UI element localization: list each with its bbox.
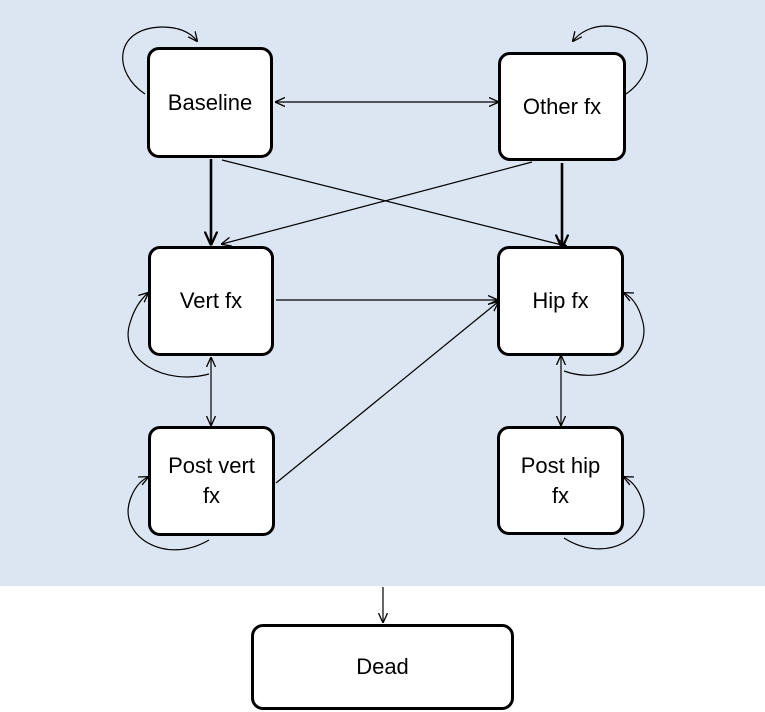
node-vert-fx: Vert fx xyxy=(148,246,274,356)
node-dead-label: Dead xyxy=(356,654,409,679)
node-hip-fx-label: Hip fx xyxy=(532,288,589,313)
edge-other-fx-vert-fx xyxy=(222,161,533,244)
node-hip-fx: Hip fx xyxy=(497,246,624,356)
node-post-hip-fx-label-line2: fx xyxy=(551,482,570,508)
edge-post-vert-fx-hip-fx xyxy=(275,302,498,484)
node-dead: Dead xyxy=(251,624,514,710)
node-vert-fx-label: Vert fx xyxy=(179,288,243,313)
node-post-vert-fx-label-line1: Post vert xyxy=(168,453,255,478)
node-post-vert-fx-label-line2: fx xyxy=(202,483,221,508)
self-loop-baseline xyxy=(122,26,197,95)
node-baseline: Baseline xyxy=(147,47,273,158)
self-loop-post-vert-fx xyxy=(127,477,210,551)
node-post-vert-fx-text: Post vert fx xyxy=(168,451,255,511)
node-post-vert-fx: Post vert fx xyxy=(148,426,275,536)
node-other-fx-label: Other fx xyxy=(522,93,602,119)
self-loop-other-fx xyxy=(573,25,648,95)
node-post-hip-fx-label-line1: Post hip xyxy=(520,452,601,478)
self-loop-post-hip-fx xyxy=(563,477,645,550)
node-post-hip-fx: Post hip fx xyxy=(497,426,624,535)
edge-baseline-hip-fx xyxy=(221,159,566,246)
node-post-hip-fx-text: Post hip fx xyxy=(521,451,601,511)
node-other-fx: Other fx xyxy=(498,52,626,161)
node-baseline-label: Baseline xyxy=(167,89,253,115)
self-loop-vert-fx xyxy=(127,293,210,378)
self-loop-hip-fx xyxy=(563,293,645,376)
